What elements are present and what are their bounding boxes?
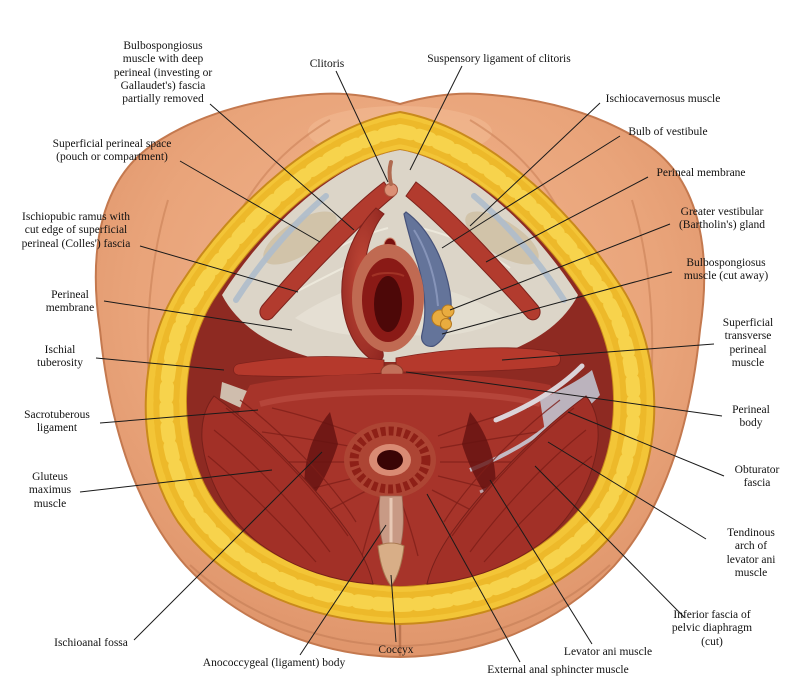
- bartholin-gland-shape: [431, 304, 455, 330]
- superficial-perineal-muscles: [220, 181, 561, 432]
- anal-triangle: [201, 363, 600, 587]
- coccyx-shape: [377, 542, 405, 587]
- ischiocavernosus-right: [405, 181, 541, 321]
- leader-line-bulbospongiosus-cut-away: [441, 271, 673, 335]
- leader-line-levator-ani-muscle: [489, 479, 593, 645]
- gluteus-striations-left: [207, 399, 357, 563]
- leader-line-tendinous-arch-levator-ani: [547, 441, 707, 540]
- clitoris-body: [387, 160, 393, 186]
- leader-line-inferior-fascia-pelvic-diaphragm: [534, 465, 685, 618]
- sphincter-texture: [349, 426, 431, 494]
- anal-opening: [377, 450, 403, 470]
- leader-line-ischial-tuberosity: [95, 357, 225, 371]
- fat-lobules-inner: [159, 123, 641, 613]
- leader-line-superficial-transverse-perineal-muscle: [501, 343, 715, 361]
- superficial-perineal-space-area: [263, 211, 337, 265]
- buttock-crease: [189, 564, 611, 648]
- leader-line-coccyx: [390, 574, 397, 643]
- tendinous-arch-shape: [493, 363, 585, 423]
- leader-line-ischiocavernosus-muscle: [469, 102, 601, 227]
- leader-line-superficial-perineal-space: [179, 160, 321, 243]
- leader-line-sacrotuberous-ligament: [99, 409, 259, 424]
- leader-lines: [79, 65, 725, 663]
- leader-line-gluteus-maximus-muscle: [79, 469, 273, 493]
- leader-line-clitoris: [335, 70, 389, 183]
- leader-line-greater-vestibular-gland: [449, 223, 671, 311]
- ischioanal-fossa-left: [304, 412, 338, 504]
- leader-line-perineal-body: [405, 371, 723, 417]
- colles-fascia-cut-edge-left: [233, 193, 329, 303]
- leader-line-bulb-of-vestibule: [441, 135, 621, 249]
- gluteus-maximus-left: [201, 395, 374, 585]
- leader-line-ischioanal-fossa: [133, 451, 323, 641]
- ischiocavernosus-left: [259, 181, 395, 321]
- leader-line-external-anal-sphincter-muscle: [426, 493, 521, 663]
- leader-line-ischiopubic-ramus: [139, 245, 299, 293]
- ischioanal-fossa-right: [462, 412, 496, 504]
- superficial-perineal-space-area-right: [465, 211, 539, 265]
- leader-line-perineal-membrane-left: [103, 300, 293, 331]
- vaginal-canal: [374, 276, 402, 332]
- leader-line-suspensory-ligament-clitoris: [409, 65, 463, 171]
- obturator-fascia-shape: [540, 370, 600, 432]
- vulva: [352, 160, 424, 352]
- anus: [344, 422, 436, 498]
- levator-upper-edge: [259, 389, 541, 407]
- colles-fascia-cut-edge-right: [471, 193, 567, 303]
- leader-line-anococcygeal-body: [299, 524, 387, 656]
- gluteus-maximus-right: [426, 395, 599, 585]
- leader-line-bulbospongiosus-deep-fascia: [209, 103, 355, 231]
- leader-line-perineal-membrane-right: [485, 176, 649, 263]
- bulb-highlight: [413, 229, 439, 307]
- gluteus-striations-right: [443, 399, 593, 563]
- mucosal-fold: [371, 272, 405, 277]
- leader-line-obturator-fascia: [567, 411, 725, 477]
- superficial-transverse-right: [395, 347, 561, 373]
